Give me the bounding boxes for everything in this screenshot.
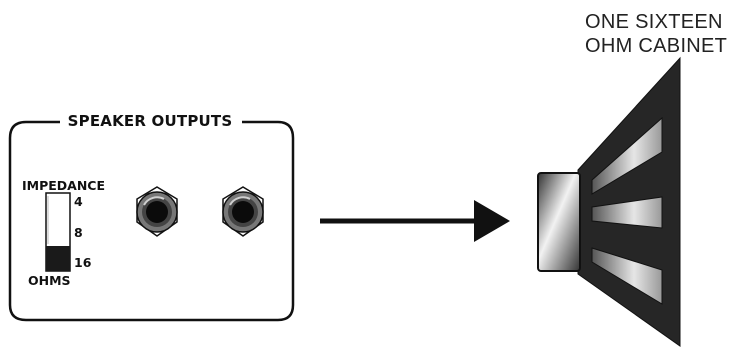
cabinet-title: ONE SIXTEEN OHM CABINET xyxy=(585,10,749,58)
ohms-label: OHMS xyxy=(28,273,71,288)
speaker-output-jack-2[interactable] xyxy=(222,186,264,237)
connection-arrow xyxy=(320,200,510,242)
impedance-mark-4: 4 xyxy=(74,194,83,209)
impedance-label: IMPEDANCE xyxy=(22,178,106,193)
speaker-output-jack-1[interactable] xyxy=(136,186,178,237)
impedance-switch[interactable] xyxy=(45,192,71,272)
cabinet-title-line-2: OHM CABINET xyxy=(585,35,728,57)
impedance-switch-slider[interactable] xyxy=(46,246,70,271)
speaker-cabinet-icon xyxy=(537,56,681,347)
panel-title: SPEAKER OUTPUTS xyxy=(67,112,233,130)
impedance-mark-16: 16 xyxy=(74,255,92,270)
cabinet-title-line-1: ONE SIXTEEN xyxy=(585,11,723,33)
impedance-mark-8: 8 xyxy=(74,225,83,240)
panel-border xyxy=(8,120,295,322)
